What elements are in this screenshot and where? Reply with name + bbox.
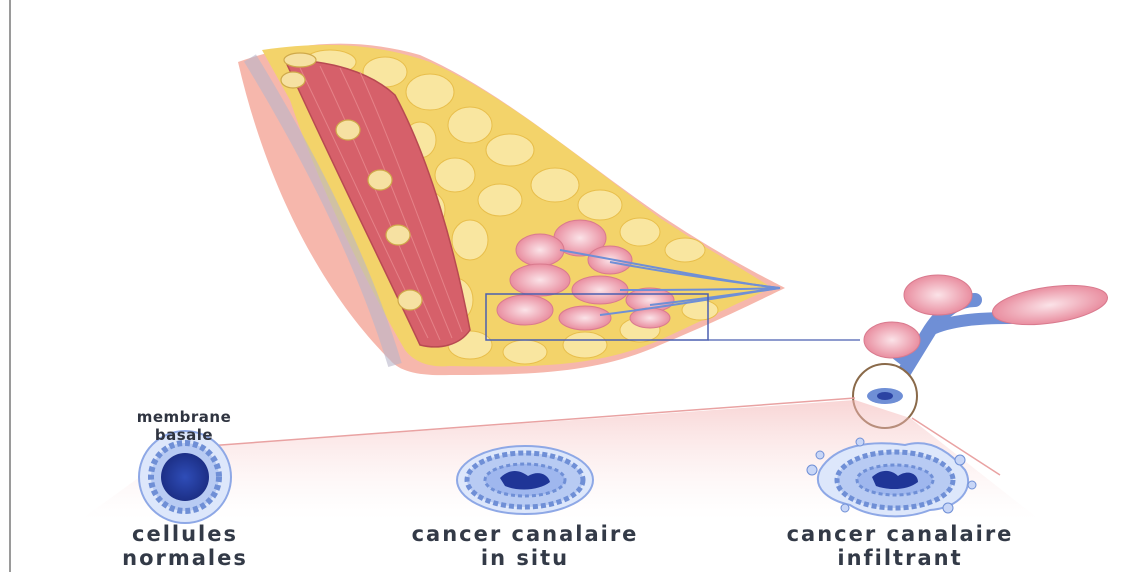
label-normal-line1: cellules bbox=[80, 522, 290, 546]
label-membrane-basale: membrane basale bbox=[128, 408, 240, 444]
label-in-situ-line1: cancer canalaire bbox=[360, 522, 690, 546]
label-infiltrant-line1: cancer canalaire bbox=[735, 522, 1065, 546]
label-cancer-infiltrant: cancer canalaire infiltrant bbox=[735, 522, 1065, 570]
label-infiltrant-line2: infiltrant bbox=[735, 546, 1065, 570]
label-membrane-basale-line2: basale bbox=[128, 426, 240, 444]
label-cellules-normales: cellules normales bbox=[80, 522, 290, 570]
label-membrane-basale-line1: membrane bbox=[128, 408, 240, 426]
cells-normal bbox=[139, 431, 231, 523]
label-cancer-in-situ: cancer canalaire in situ bbox=[360, 522, 690, 570]
label-normal-line2: normales bbox=[80, 546, 290, 570]
label-in-situ-line2: in situ bbox=[360, 546, 690, 570]
cells-in-situ bbox=[457, 446, 593, 514]
